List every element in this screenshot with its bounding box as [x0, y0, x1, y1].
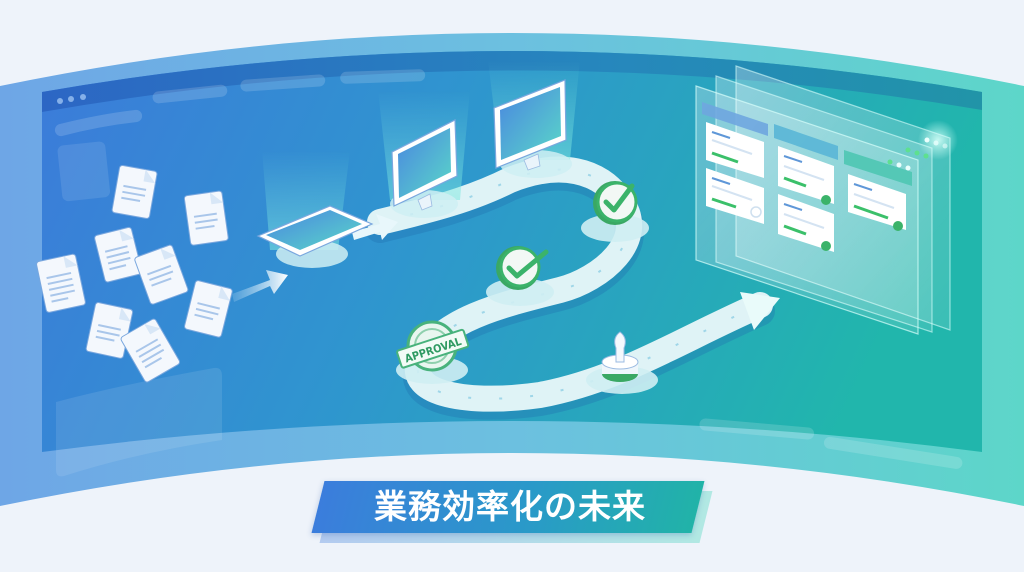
monitor-node-1: [378, 90, 470, 218]
monitor-node-2: [488, 60, 580, 178]
approval-node: APPROVAL: [396, 320, 470, 384]
tablet-node: [256, 150, 374, 268]
check-node-2: [486, 246, 554, 306]
document-icon: [111, 164, 158, 219]
window-panel-placeholders: [56, 141, 222, 477]
scattered-documents: [36, 164, 233, 383]
document-icon: [36, 253, 86, 313]
path-arrowhead-icon: [740, 292, 780, 330]
kanban-card: [706, 168, 764, 224]
window-dots-icon: [57, 94, 86, 104]
document-icon: [134, 244, 189, 305]
kanban-dashboard: [695, 65, 958, 335]
document-icon: [183, 190, 229, 246]
stamp-node: [586, 331, 658, 394]
document-icon: [85, 302, 134, 359]
tablet-icon: [256, 205, 374, 257]
checkmark-icon: [593, 181, 638, 225]
monitor-icon: [391, 119, 458, 211]
kanban-card: [706, 122, 764, 178]
stamp-icon: [601, 331, 639, 382]
document-icon: [120, 318, 181, 383]
window-dots-icon: [887, 137, 948, 171]
entry-arrow-icon: [232, 270, 288, 302]
title-banner: 業務効率化の未来: [311, 481, 713, 543]
check-node-1: [581, 181, 649, 242]
approval-stamp-icon: APPROVAL: [396, 320, 470, 372]
kanban-card: [848, 174, 906, 231]
window-tab-placeholders: [54, 69, 963, 469]
tablet-to-monitor-arrow-icon: [352, 214, 398, 240]
document-icon: [94, 226, 143, 283]
page-title: 業務効率化の未来: [374, 487, 646, 526]
kanban-card: [778, 146, 834, 205]
window-titlebar: [42, 51, 982, 112]
kanban-card: [778, 194, 834, 252]
checkmark-icon: [496, 246, 549, 290]
monitor-icon: [493, 79, 567, 171]
document-icon: [184, 280, 233, 338]
